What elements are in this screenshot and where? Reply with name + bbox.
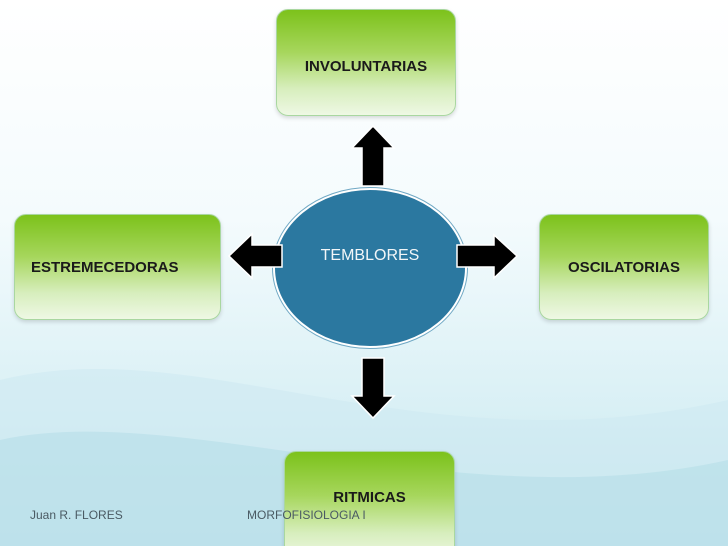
center-node-temblores: TEMBLORES	[273, 188, 467, 348]
node-involuntarias-label: INVOLUNTARIAS	[304, 58, 428, 75]
node-estremecedoras: ESTREMECEDORAS	[14, 214, 221, 320]
node-ritmicas: RITMICAS	[284, 451, 455, 546]
node-involuntarias: INVOLUNTARIAS	[276, 9, 456, 116]
arrow-down-icon	[350, 357, 396, 420]
node-oscilatorias-label: OSCILATORIAS	[568, 258, 680, 276]
footer-course: MORFOFISIOLOGIA I	[247, 508, 366, 522]
footer-author: Juan R. FLORES	[30, 508, 123, 522]
node-ritmicas-label: RITMICAS	[333, 489, 406, 506]
center-node-label: TEMBLORES	[320, 247, 420, 264]
arrow-left-icon	[227, 232, 283, 280]
arrow-up-icon	[350, 124, 396, 187]
node-oscilatorias: OSCILATORIAS	[539, 214, 709, 320]
node-estremecedoras-label: ESTREMECEDORAS	[31, 258, 179, 276]
arrow-right-icon	[456, 233, 519, 280]
